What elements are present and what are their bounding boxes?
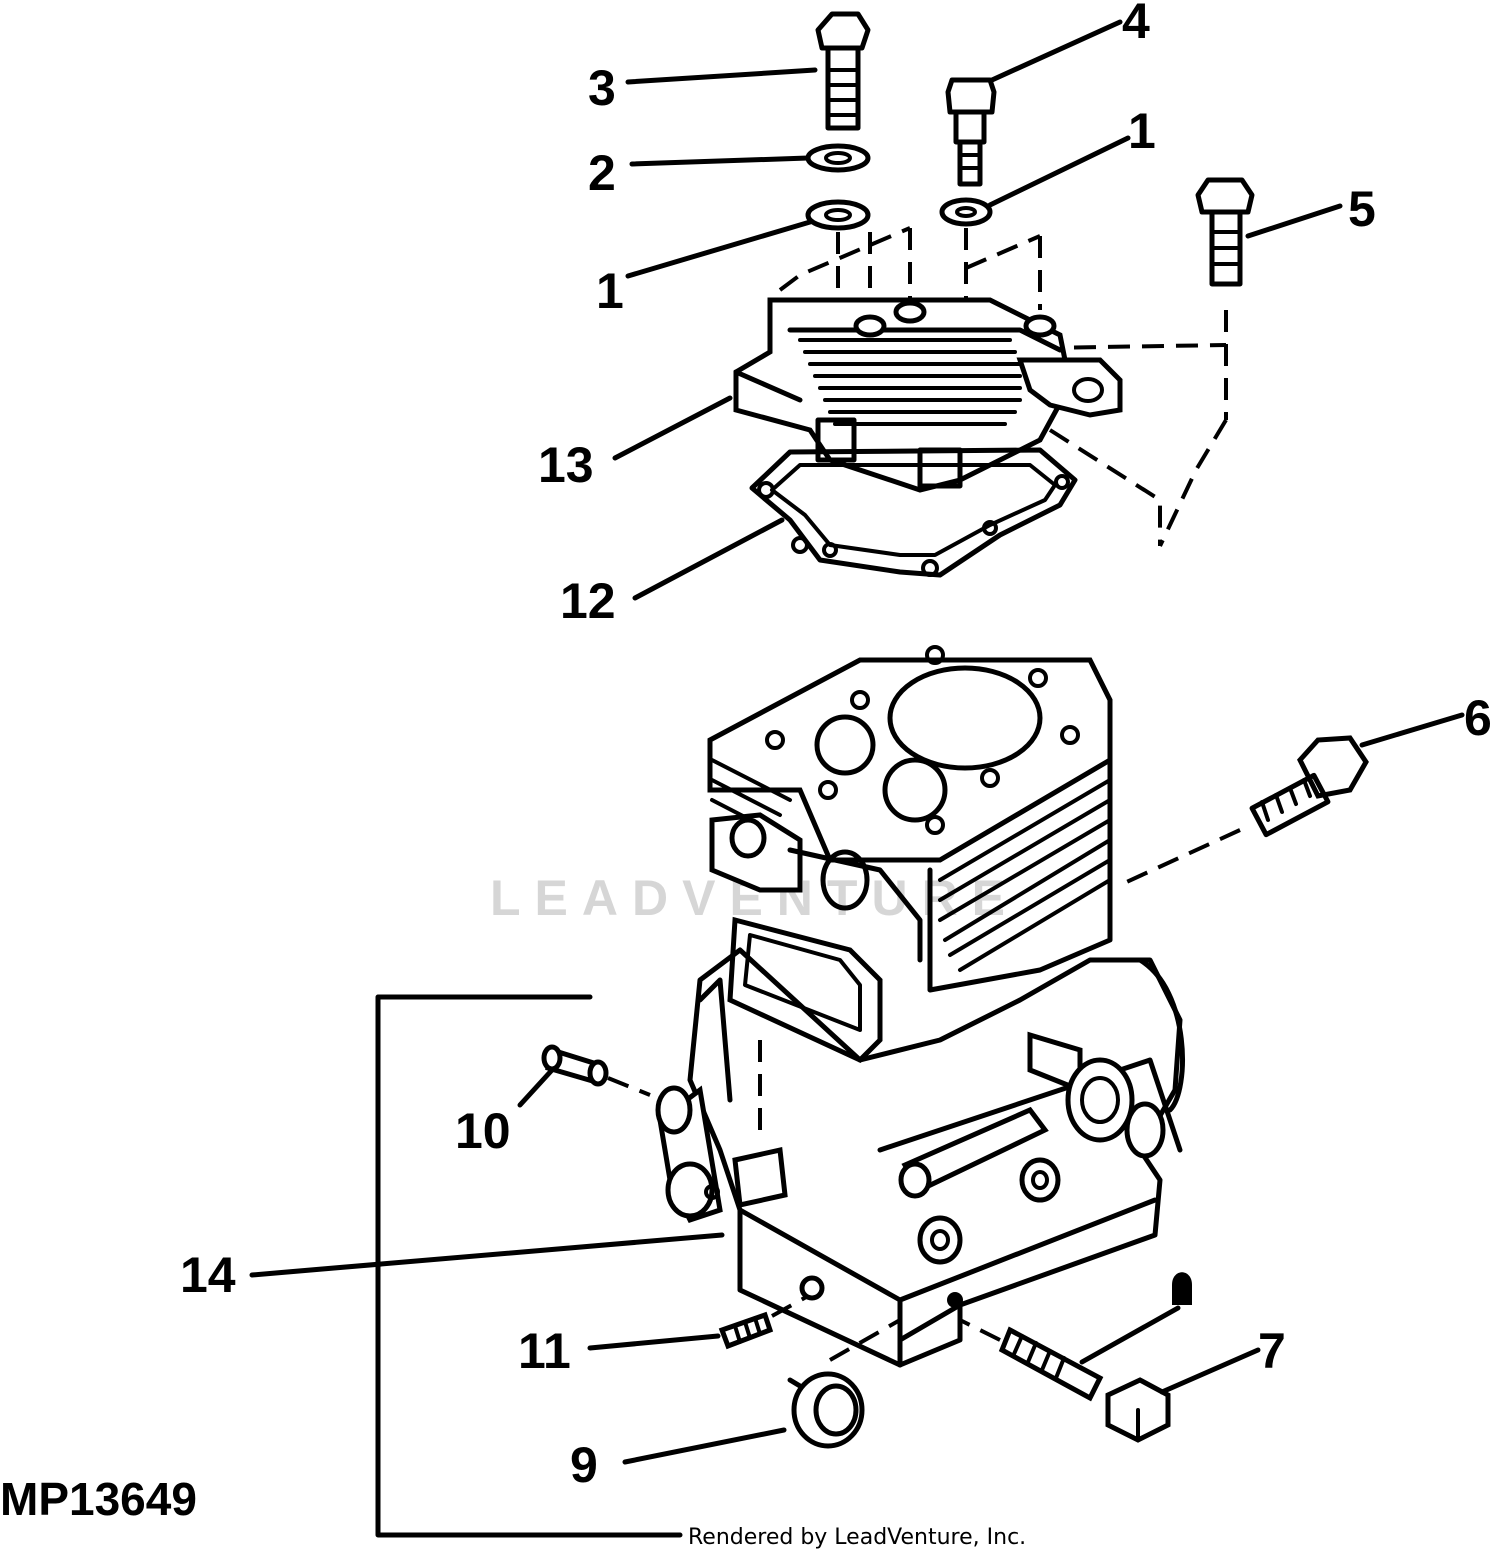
callout-13: 13 (538, 437, 594, 493)
part-washer-1-right (939, 197, 993, 227)
part-stud (959, 1318, 1104, 1402)
callout-14: 14 (180, 1247, 236, 1303)
figure-id: MP13649 (0, 1473, 197, 1525)
part-head-gasket-12 (749, 447, 1078, 578)
callout-11: 11 (518, 1323, 571, 1379)
callout-9: 9 (570, 1437, 598, 1493)
callout-2: 2 (588, 145, 616, 201)
callout-12: 12 (560, 573, 616, 629)
callout-1-left: 1 (596, 263, 624, 319)
group-bracket (375, 994, 683, 1538)
part-set-screw-11 (718, 1294, 809, 1350)
leader-lines (249, 19, 1465, 1465)
part-dowel-pin-10 (541, 1044, 651, 1097)
callout-6: 6 (1464, 690, 1492, 746)
part-oil-seal-9 (787, 1318, 901, 1449)
callout-labels: 3 4 2 1 1 5 13 12 6 10 14 11 7 9 (180, 0, 1492, 1493)
part-cylinder-block-14 (655, 645, 1185, 1368)
part-plug-8 (1172, 1272, 1192, 1305)
credit-text: Rendered by LeadVenture, Inc. (688, 1525, 1026, 1550)
part-bolt-3 (815, 11, 871, 131)
part-cylinder-head-13 (733, 297, 1123, 493)
callout-7: 7 (1258, 1323, 1286, 1379)
part-washer-2 (805, 143, 871, 173)
part-plug-6 (1119, 735, 1369, 887)
callout-4: 4 (1122, 0, 1150, 49)
part-washer-1-left (805, 199, 871, 231)
callout-1-right: 1 (1128, 103, 1156, 159)
part-nut-7 (1105, 1377, 1171, 1443)
callout-5: 5 (1348, 181, 1376, 237)
callout-3: 3 (588, 60, 616, 116)
part-bolt-4 (945, 77, 997, 187)
part-bolt-5 (1195, 177, 1255, 287)
callout-10: 10 (455, 1103, 511, 1159)
